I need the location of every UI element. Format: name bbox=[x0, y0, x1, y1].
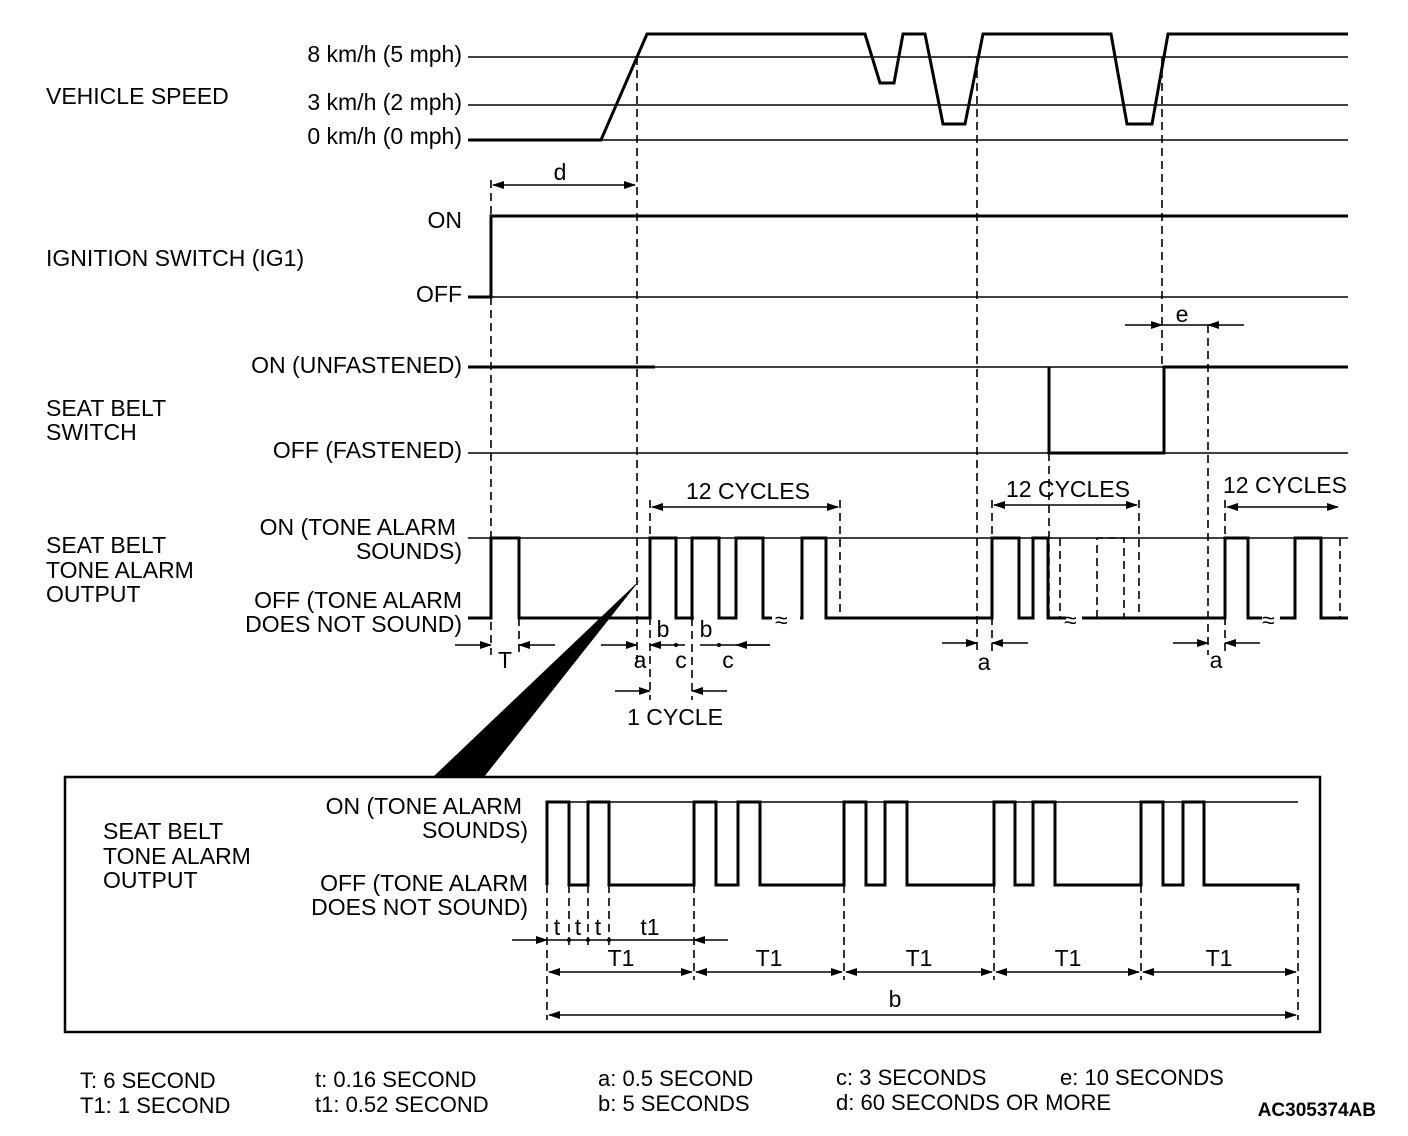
alarm-trace-1 bbox=[468, 536, 772, 620]
legend: T: 6 SECOND T1: 1 SECOND t: 0.16 SECOND … bbox=[80, 1065, 1376, 1121]
guide-lines bbox=[490, 57, 1226, 700]
speed-level-0kmh: 0 km/h (0 mph) bbox=[307, 123, 462, 149]
seat-belt-switch-section: SEAT BELT SWITCH ON (UNFASTENED) OFF (FA… bbox=[46, 352, 1348, 463]
legend-t: t: 0.16 SECOND bbox=[315, 1067, 476, 1092]
dimension-d-label: d bbox=[554, 159, 567, 185]
detail-label-2: TONE ALARM bbox=[103, 843, 251, 869]
detail-T1-label: T1 bbox=[1206, 945, 1233, 971]
detail-off-label-1: OFF (TONE ALARM bbox=[320, 870, 528, 896]
switch-off-label: OFF (FASTENED) bbox=[273, 437, 462, 463]
zoom-pointer bbox=[433, 580, 640, 777]
legend-b: b: 5 SECONDS bbox=[598, 1091, 750, 1116]
alarm-trace-3 bbox=[1082, 536, 1262, 620]
dimension-a-label: a bbox=[978, 649, 991, 675]
one-cycle-label: 1 CYCLE bbox=[627, 704, 723, 730]
detail-label-1: SEAT BELT bbox=[103, 818, 223, 844]
detail-t-label: t bbox=[575, 914, 582, 940]
legend-T: T: 6 SECOND bbox=[80, 1068, 216, 1093]
detail-T1-label: T1 bbox=[608, 945, 635, 971]
vehicle-speed-section: VEHICLE SPEED 8 km/h (5 mph) 3 km/h (2 m… bbox=[46, 32, 1348, 149]
alarm-off-label-2: DOES NOT SOUND) bbox=[245, 611, 462, 637]
tone-alarm-label-2: TONE ALARM bbox=[46, 557, 194, 583]
detail-off-label-2: DOES NOT SOUND) bbox=[311, 894, 528, 920]
dimension-c-label: c bbox=[675, 647, 687, 673]
alarm-trace-2 bbox=[800, 536, 1066, 620]
dimension-a-label: a bbox=[1210, 647, 1223, 673]
ignition-section: IGNITION SWITCH (IG1) ON OFF bbox=[46, 207, 1348, 307]
detail-t-label: t bbox=[595, 914, 602, 940]
vehicle-speed-label: VEHICLE SPEED bbox=[46, 83, 229, 109]
ignition-trace bbox=[468, 214, 1348, 299]
alarm-trace-4 bbox=[1280, 536, 1348, 620]
dimension-b-label: b bbox=[657, 616, 670, 642]
ignition-on-label: ON bbox=[428, 207, 463, 233]
dimension-a-label: a bbox=[634, 647, 647, 673]
detail-t-label: t bbox=[554, 914, 561, 940]
legend-d: d: 60 SECONDS OR MORE bbox=[836, 1090, 1111, 1115]
tone-alarm-section: SEAT BELT TONE ALARM OUTPUT ON (TONE ALA… bbox=[46, 500, 1348, 637]
seat-belt-switch-label-1: SEAT BELT bbox=[46, 395, 166, 421]
detail-T1-label: T1 bbox=[906, 945, 933, 971]
detail-frame bbox=[63, 775, 1322, 1034]
vehicle-speed-trace bbox=[468, 32, 1348, 142]
break-mark-icon: ≈ bbox=[775, 607, 788, 633]
ignition-off-label: OFF bbox=[416, 281, 462, 307]
detail-T1-label: T1 bbox=[1055, 945, 1082, 971]
detail-T1-label: T1 bbox=[756, 945, 783, 971]
break-mark-icon: ≈ bbox=[1262, 607, 1275, 633]
twelve-cycles-label: 12 CYCLES bbox=[1223, 472, 1347, 498]
detail-on-label-1: ON (TONE ALARM bbox=[326, 793, 522, 819]
detail-alarm-trace bbox=[545, 800, 1300, 890]
speed-level-8kmh: 8 km/h (5 mph) bbox=[307, 41, 462, 67]
ignition-label: IGNITION SWITCH (IG1) bbox=[46, 245, 304, 271]
break-mark-icon: ≈ bbox=[1064, 607, 1077, 633]
figure-code: AC305374AB bbox=[1258, 1100, 1376, 1121]
alarm-on-label-2: SOUNDS) bbox=[356, 538, 462, 564]
tone-alarm-label-1: SEAT BELT bbox=[46, 532, 166, 558]
alarm-off-label-1: OFF (TONE ALARM bbox=[254, 587, 462, 613]
dimension-T-label: T bbox=[498, 647, 512, 673]
detail-on-label-2: SOUNDS) bbox=[422, 817, 528, 843]
dimension-e-label: e bbox=[1176, 301, 1189, 327]
dimension-b-label: b bbox=[700, 616, 713, 642]
dimension-c-label: c bbox=[722, 647, 734, 673]
detail-b-label: b bbox=[889, 986, 902, 1012]
switch-on-label: ON (UNFASTENED) bbox=[251, 352, 462, 378]
dimensions: d e 12 CYCLES 12 CYCLES 12 CYCLES T a b … bbox=[455, 159, 1347, 730]
detail-t1-label: t1 bbox=[640, 914, 659, 940]
twelve-cycles-label: 12 CYCLES bbox=[1006, 476, 1130, 502]
detail-box: SEAT BELT TONE ALARM OUTPUT ON (TONE ALA… bbox=[63, 775, 1322, 1034]
tone-alarm-label-3: OUTPUT bbox=[46, 581, 141, 607]
legend-a: a: 0.5 SECOND bbox=[598, 1066, 753, 1091]
legend-e: e: 10 SECONDS bbox=[1060, 1065, 1224, 1090]
legend-t1: t1: 0.52 SECOND bbox=[315, 1092, 489, 1117]
switch-trace-2 bbox=[1047, 365, 1348, 455]
speed-level-3kmh: 3 km/h (2 mph) bbox=[307, 89, 462, 115]
alarm-dashed-pulse bbox=[1096, 537, 1125, 618]
legend-T1: T1: 1 SECOND bbox=[80, 1093, 230, 1118]
detail-label-3: OUTPUT bbox=[103, 867, 198, 893]
twelve-cycles-label: 12 CYCLES bbox=[686, 478, 810, 504]
seat-belt-switch-label-2: SWITCH bbox=[46, 419, 137, 445]
alarm-on-label-1: ON (TONE ALARM bbox=[260, 514, 456, 540]
legend-c: c: 3 SECONDS bbox=[836, 1065, 986, 1090]
